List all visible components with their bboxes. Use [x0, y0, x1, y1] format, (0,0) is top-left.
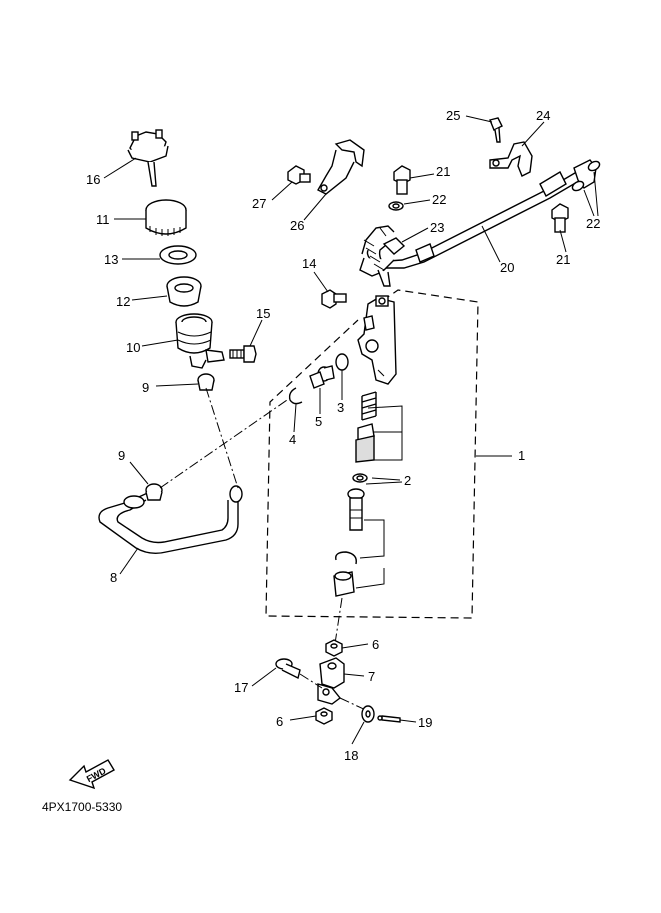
callout-21a: 21 [436, 164, 450, 179]
cotter-pin [377, 715, 401, 723]
leader-15 [249, 319, 263, 347]
callout-6b: 6 [276, 714, 283, 729]
leader-22a [403, 199, 431, 205]
bracket [317, 139, 365, 195]
diaphragm [166, 276, 202, 307]
o-ring [335, 353, 349, 371]
clevis [317, 657, 345, 705]
leader-14 [313, 271, 329, 293]
hose-connect-line [159, 397, 291, 489]
leader-17 [251, 667, 277, 687]
hose-clip [382, 237, 406, 255]
callout-5: 5 [315, 414, 322, 429]
leader-21b [559, 229, 567, 253]
leader-2 [371, 477, 401, 481]
callout-3: 3 [337, 400, 344, 415]
hose-clamp-lower [145, 483, 163, 501]
leader-9b [129, 461, 149, 485]
callout-24: 24 [536, 108, 550, 123]
callout-17: 17 [234, 680, 248, 695]
callout-21b: 21 [556, 252, 570, 267]
callout-9a: 9 [142, 380, 149, 395]
callout-26: 26 [290, 218, 304, 233]
hose-joint [309, 365, 335, 389]
leader-12 [131, 295, 168, 301]
leader-21a [409, 173, 435, 179]
callout-7: 7 [368, 669, 375, 684]
callout-22b: 22 [586, 216, 600, 231]
leader-22b-b [593, 171, 599, 217]
callout-12: 12 [116, 294, 130, 309]
leader-9a [155, 383, 199, 387]
callout-2: 2 [404, 473, 411, 488]
nut-lower [315, 707, 333, 725]
sealing-washer-right-b [587, 160, 601, 172]
bracket-bolt [287, 165, 311, 185]
leader-18 [351, 721, 365, 745]
callout-14: 14 [302, 256, 316, 271]
callout-16: 16 [86, 172, 100, 187]
leader-19 [399, 719, 417, 723]
callout-11: 11 [96, 212, 110, 227]
leader-7 [343, 673, 365, 677]
callout-20: 20 [500, 260, 514, 275]
callout-22a: 22 [432, 192, 446, 207]
master-cylinder-body [357, 295, 397, 385]
leader-20 [481, 225, 501, 263]
leader-27 [271, 181, 293, 201]
leader-24 [521, 121, 545, 147]
callout-27: 27 [252, 196, 266, 211]
diaphragm-plate [159, 245, 197, 265]
hose-clamp-upper [197, 373, 215, 391]
kit-bracket [355, 405, 403, 589]
master-cylinder-bolt [321, 289, 347, 309]
union-bolt-right [551, 203, 569, 233]
leader-23 [401, 227, 429, 243]
sealing-washer-right-a [571, 180, 585, 192]
circlip [288, 387, 303, 405]
reservoir-cap-clip [127, 129, 169, 187]
leader-10 [141, 339, 179, 347]
callout-10: 10 [126, 340, 140, 355]
leader-16 [103, 157, 137, 179]
reservoir-bolt [229, 345, 257, 363]
clevis-pin [275, 658, 301, 680]
fwd-arrow-icon: FWD [68, 759, 115, 790]
leader-4 [293, 403, 297, 433]
hose-guide [489, 141, 533, 177]
callout-13: 13 [104, 252, 118, 267]
screw [489, 117, 503, 143]
union-bolt-upper [393, 165, 411, 195]
leader-25 [465, 115, 493, 123]
leader-8 [119, 547, 139, 575]
nut-upper [325, 639, 343, 657]
leader-6a [341, 643, 369, 649]
cylinder-kit [333, 391, 377, 597]
callout-4: 4 [289, 432, 296, 447]
callout-6a: 6 [372, 637, 379, 652]
callout-9b: 9 [118, 448, 125, 463]
callout-18: 18 [344, 748, 358, 763]
reservoir-tank [175, 313, 225, 369]
plain-washer [361, 705, 375, 723]
callout-8: 8 [110, 570, 117, 585]
reservoir-hose [98, 485, 243, 555]
assembly-boundary [265, 289, 479, 619]
callout-19: 19 [418, 715, 432, 730]
hose-routing-line [205, 387, 239, 489]
leader-6b [289, 715, 317, 721]
callout-23: 23 [430, 220, 444, 235]
callout-15: 15 [256, 306, 270, 321]
reservoir-cap [145, 199, 187, 236]
callout-1: 1 [518, 448, 525, 463]
diagram-code: 4PX1700-5330 [42, 800, 122, 814]
sealing-washer-upper [388, 201, 404, 211]
leader-22b-a [583, 189, 595, 217]
pin-centerline [299, 673, 323, 689]
leader-26 [303, 193, 327, 221]
callout-25: 25 [446, 108, 460, 123]
